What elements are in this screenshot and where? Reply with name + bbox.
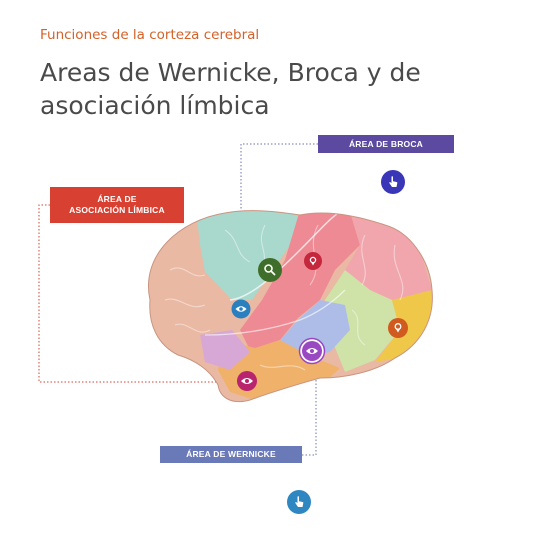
brain-region-wernicke [280, 300, 350, 358]
brain-region-limbic-association [200, 330, 250, 370]
eye-icon [241, 378, 253, 384]
limbic-label-line2: ASOCIACIÓN LÍMBICA [69, 205, 165, 215]
brain-illustration [148, 210, 433, 402]
page-title: Areas de Wernicke, Broca y de asociación… [40, 58, 421, 120]
limbic-connector-line [38, 204, 238, 383]
limbic-label-line1: ÁREA DE [97, 194, 137, 204]
pin-icon [394, 323, 402, 333]
eye-hotspot-limbic[interactable] [237, 371, 257, 391]
wernicke-connector-line [302, 352, 317, 456]
pin-hotspot-frontal[interactable] [304, 251, 322, 270]
broca-tap-hint[interactable] [381, 170, 405, 194]
page-subtitle: Funciones de la corteza cerebral [40, 27, 260, 43]
brain-region-parietal-association [325, 270, 400, 372]
wernicke-area-label: ÁREA DE WERNICKE [160, 446, 302, 463]
broca-area-label: ÁREA DE BROCA [318, 135, 454, 153]
pin-icon [309, 256, 317, 266]
eye-icon [235, 306, 247, 312]
magnifier-hotspot[interactable] [258, 258, 282, 282]
brain-region-somatosensory [345, 212, 432, 300]
tap-hand-icon [295, 496, 304, 507]
eye-hotspot-parietal[interactable] [231, 299, 251, 319]
limbic-association-area-label: ÁREA DE ASOCIACIÓN LÍMBICA [50, 187, 184, 223]
eye-hotspot-wernicke[interactable] [298, 337, 326, 365]
search-icon [264, 264, 276, 276]
bottom-tap-hint[interactable] [287, 490, 311, 514]
brain-region-motor-cortex [240, 210, 360, 350]
pin-hotspot-occipital[interactable] [388, 318, 408, 338]
tap-hand-icon [389, 176, 398, 187]
brain-region-frontal-motor [196, 210, 300, 300]
eye-icon [306, 348, 318, 354]
